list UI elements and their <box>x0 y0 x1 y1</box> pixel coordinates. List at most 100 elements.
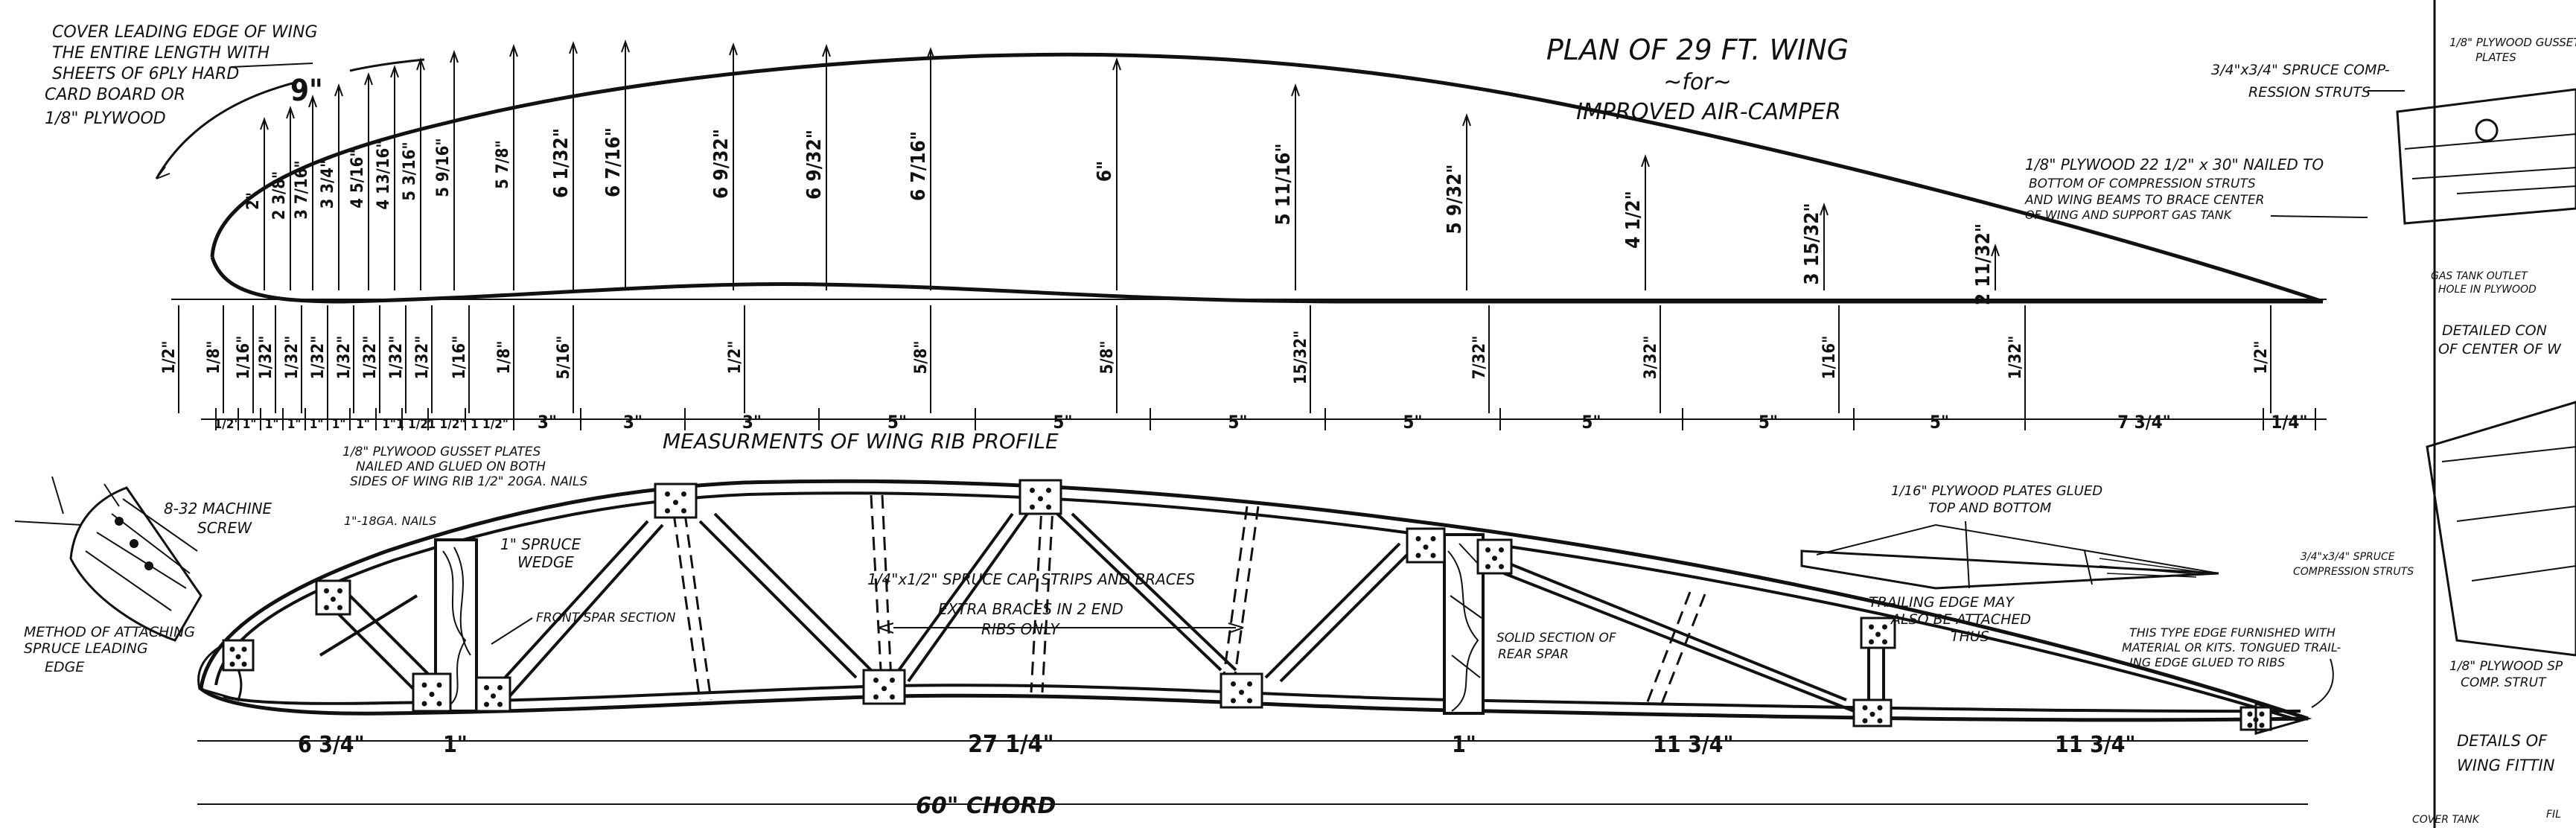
lower-dim-label: 1/32" <box>257 336 275 380</box>
nail-dot <box>331 596 336 602</box>
station-label: 3" <box>623 412 643 433</box>
lower-dim-label: 1/32" <box>283 336 302 380</box>
note-gusset-3: SIDES OF WING RIB 1/2" 20GA. NAILS <box>350 474 587 489</box>
note-spruce-comp: 3/4"x3/4" SPRUCE COMP- RESSION STRUTS <box>2211 62 2405 101</box>
station-label: 1 1/2" <box>471 417 508 432</box>
nail-dot <box>1030 488 1035 493</box>
nail-dot <box>436 701 442 707</box>
nail-dot <box>1231 698 1236 704</box>
note-method-2: SPRUCE LEADING <box>24 640 148 657</box>
upper-station-arrow <box>334 83 343 97</box>
nail-dot <box>324 605 329 611</box>
nail-dot <box>324 588 329 593</box>
nail-dot <box>665 508 670 514</box>
right-cover-tank: COVER TANK <box>2412 814 2481 826</box>
note-spruce-comp-1: 3/4"x3/4" SPRUCE COMP- <box>2211 62 2390 78</box>
right-details-2: WING FITTIN <box>2457 757 2555 774</box>
upper-dim-label: 2 3/8" <box>270 171 289 220</box>
note-cap-strips: 1/4"x1/2" SPRUCE CAP STRIPS AND BRACES <box>867 570 1195 588</box>
station-label: 1" <box>382 417 396 432</box>
nail-dot <box>229 661 235 667</box>
note-gusset-1: 1/8" PLYWOOD GUSSET PLATES <box>342 445 541 459</box>
station-label: 5" <box>1228 412 1247 433</box>
note-edge-type-1: THIS TYPE EDGE FURNISHED WITH <box>2129 625 2336 640</box>
lower-dim-label: 1/8" <box>495 340 514 374</box>
nail-dot <box>1869 711 1875 717</box>
nail-dot <box>1882 624 1887 630</box>
nail-dot <box>673 500 678 506</box>
right-plywood-comp-1: 1/8" PLYWOOD SP <box>2449 659 2563 674</box>
lower-dim-label: 5/16" <box>555 336 573 380</box>
station-label: 3" <box>538 412 557 433</box>
note-extra-braces-2: RIBS ONLY <box>981 620 1061 638</box>
upper-dim-label: 5 11/16" <box>1272 143 1295 225</box>
lower-dim-label: 1/32" <box>2006 336 2025 380</box>
nail-dot <box>1239 690 1244 695</box>
note-cover-edge: COVER LEADING EDGE OF WING THE ENTIRE LE… <box>45 23 323 128</box>
station-label: 3" <box>742 412 762 433</box>
title-line-3: IMPROVED AIR-CAMPER <box>1576 99 1841 125</box>
chord-label: 60" CHORD <box>916 793 1056 819</box>
nail-dot <box>1869 624 1874 630</box>
note-solid-section-1: SOLID SECTION OF <box>1496 631 1616 646</box>
station-label: 1 1/2" <box>428 417 466 432</box>
upper-dim-label: 6 1/32" <box>550 128 573 198</box>
nail-dot <box>484 685 489 690</box>
upper-station-arrow <box>364 72 373 86</box>
nail-dot <box>1423 544 1429 550</box>
station-label: 1" <box>265 417 279 432</box>
rib-dim-a: 6 3/4" <box>298 732 365 758</box>
nail-dot <box>1415 536 1421 541</box>
right-gas-tank-2: HOLE IN PLYWOOD <box>2438 284 2537 296</box>
upper-dim-label: 5 7/8" <box>494 140 512 189</box>
upper-dim-label: 6" <box>1094 161 1116 182</box>
lower-dim-label: 1/32" <box>309 336 328 380</box>
gusset-plate <box>654 483 698 519</box>
drawing-title: PLAN OF 29 FT. WING ~for~ IMPROVED AIR-C… <box>1546 34 1849 125</box>
station-label: 5" <box>1403 412 1422 433</box>
right-gas-tank-1: GAS TANK OUTLET <box>2431 270 2528 282</box>
nail-dot <box>890 678 895 683</box>
upper-dim-label: 2 11/32" <box>1972 223 1995 305</box>
nail-dot <box>681 491 686 497</box>
rib-dim-b: 1" <box>443 732 468 758</box>
nail-dot <box>337 605 342 611</box>
nail-dot <box>1046 504 1051 510</box>
upper-dim-label: 5 9/32" <box>1444 165 1466 235</box>
nail-dot <box>681 508 686 514</box>
nail-dot <box>1862 718 1868 724</box>
note-spruce-comp-2: RESSION STRUTS <box>2248 84 2371 101</box>
upper-station-arrow <box>509 44 518 57</box>
note-plywood-plate: 1/8" PLYWOOD 22 1/2" x 30" NAILED TO BOT… <box>2024 156 2368 222</box>
rib-dimensions: 6 3/4" 1" 27 1/4" 1" 11 3/4" 11 3/4" 60"… <box>298 730 2135 819</box>
nail-dot <box>1415 552 1421 558</box>
measurements-title: MEASURMENTS OF WING RIB PROFILE <box>663 429 1059 453</box>
upper-station-arrow <box>569 41 578 54</box>
upper-dim-label: 6 7/16" <box>602 127 625 197</box>
nail-dot <box>2259 711 2265 717</box>
note-wedge-1: 1" SPRUCE <box>500 535 581 553</box>
nail-dot <box>1485 547 1491 552</box>
nail-dot <box>2247 711 2253 717</box>
nail-dot <box>229 646 235 652</box>
nail-dot <box>235 654 241 660</box>
upper-dim-label: 4 13/16" <box>374 140 393 209</box>
right-detail-panel: 1/8" PLYWOOD GUSSET PLATES GAS TANK OUTL… <box>2293 0 2576 828</box>
nail-dot <box>1485 564 1491 570</box>
leading-edge-detail <box>14 476 203 642</box>
upper-station-arrow <box>1112 57 1121 71</box>
lower-dim-label: 1/16" <box>450 336 469 380</box>
nail-dot <box>1247 681 1252 687</box>
upper-station-arrow <box>926 47 935 60</box>
note-cover-edge-2: THE ENTIRE LENGTH WITH <box>52 44 270 63</box>
nail-dot <box>421 682 427 688</box>
right-details-1: DETAILS OF <box>2457 732 2548 750</box>
lower-dim-label: 1/16" <box>1820 336 1839 380</box>
nail-dot <box>436 682 442 688</box>
right-spruce-comp-2: COMPRESSION STRUTS <box>2293 566 2414 578</box>
upper-dim-label: 4 1/2" <box>1622 191 1645 249</box>
upper-dim-label: 5 9/16" <box>434 138 453 197</box>
note-machine-screw-1: 8-32 MACHINE <box>164 500 272 518</box>
upper-station-arrow <box>416 57 425 71</box>
